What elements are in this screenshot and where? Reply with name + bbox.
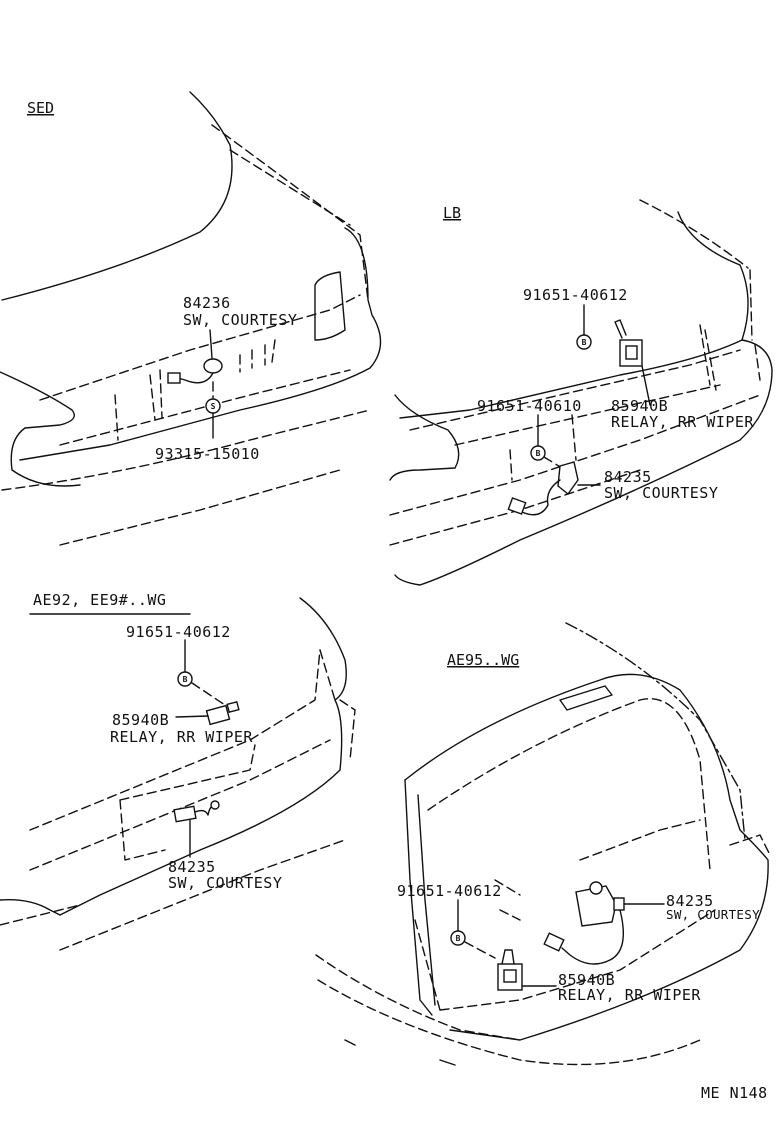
wagon-ae92-bolt-number: 91651-40612 <box>126 623 231 641</box>
liftback-courtesy-switch-number: 84235 <box>604 468 652 486</box>
wagon-ae92-bolt-badge: B <box>183 675 188 684</box>
liftback-courtesy-switch <box>507 461 601 516</box>
wagon-ae92-courtesy-switch-name: SW, COURTESY <box>168 874 282 892</box>
wagon-ae92-body-outline <box>0 597 356 951</box>
wagon-ae95-relay <box>497 949 557 991</box>
sedan-screw-badge: S <box>211 402 216 411</box>
liftback-view: LB B B <box>389 199 773 586</box>
wagon-ae95-relay-number: 85940B <box>558 971 615 989</box>
sedan-courtesy-switch-number: 84236 <box>183 294 231 312</box>
wagon-ae95-bolt-badge: B <box>456 934 461 943</box>
wagon-ae95-relay-name: RELAY, RR WIPER <box>558 986 701 1004</box>
wagon-ae92-relay-name: RELAY, RR WIPER <box>110 728 253 746</box>
liftback-title: LB <box>443 204 461 222</box>
sedan-screw-number: 93315-15010 <box>155 445 260 463</box>
sedan-view: SED S 84236 S <box>0 91 382 546</box>
sedan-body-outline <box>0 91 382 546</box>
liftback-body-outline <box>389 199 773 586</box>
wagon-ae92-relay <box>175 700 240 726</box>
wagon-ae92-courtesy-switch <box>173 800 220 858</box>
sedan-screw: S <box>205 381 221 439</box>
liftback-bolt1-badge: B <box>582 338 587 347</box>
wagon-ae95-courtesy-switch-name: SW, COURTESY <box>666 907 760 922</box>
wagon-ae92-relay-number: 85940B <box>112 711 169 729</box>
liftback-bolt1: B <box>576 304 592 350</box>
wagon-ae92-courtesy-switch-number: 84235 <box>168 858 216 876</box>
wagon-ae95-view: AE95..WG <box>315 622 771 1066</box>
liftback-bolt1-number: 91651-40612 <box>523 286 628 304</box>
wagon-ae95-courtesy-switch <box>543 881 665 965</box>
drawing-code: ME N148 <box>701 1084 768 1102</box>
liftback-bolt2-number: 91651-40610 <box>477 397 582 415</box>
liftback-relay-number: 85940B <box>611 397 668 415</box>
sedan-courtesy-switch <box>167 329 223 384</box>
liftback-bolt2-badge: B <box>536 449 541 458</box>
wagon-ae95-bolt-number: 91651-40612 <box>397 882 502 900</box>
wagon-ae95-courtesy-switch-number: 84235 <box>666 892 714 910</box>
liftback-relay <box>614 319 651 406</box>
sedan-title: SED <box>27 99 54 117</box>
wagon-ae92-view: AE92, EE9#..WG B <box>0 591 356 951</box>
wagon-ae95-bolt: B <box>450 899 496 959</box>
liftback-courtesy-switch-name: SW, COURTESY <box>604 484 718 502</box>
wagon-ae95-body-outline <box>315 622 771 1066</box>
liftback-bolt2: B <box>530 414 563 469</box>
sedan-courtesy-switch-name: SW, COURTESY <box>183 311 297 329</box>
wagon-ae92-bolt: B <box>177 639 226 706</box>
wagon-ae95-title: AE95..WG <box>447 651 519 669</box>
wagon-ae92-title: AE92, EE9#..WG <box>33 591 166 609</box>
liftback-relay-name: RELAY, RR WIPER <box>611 413 754 431</box>
